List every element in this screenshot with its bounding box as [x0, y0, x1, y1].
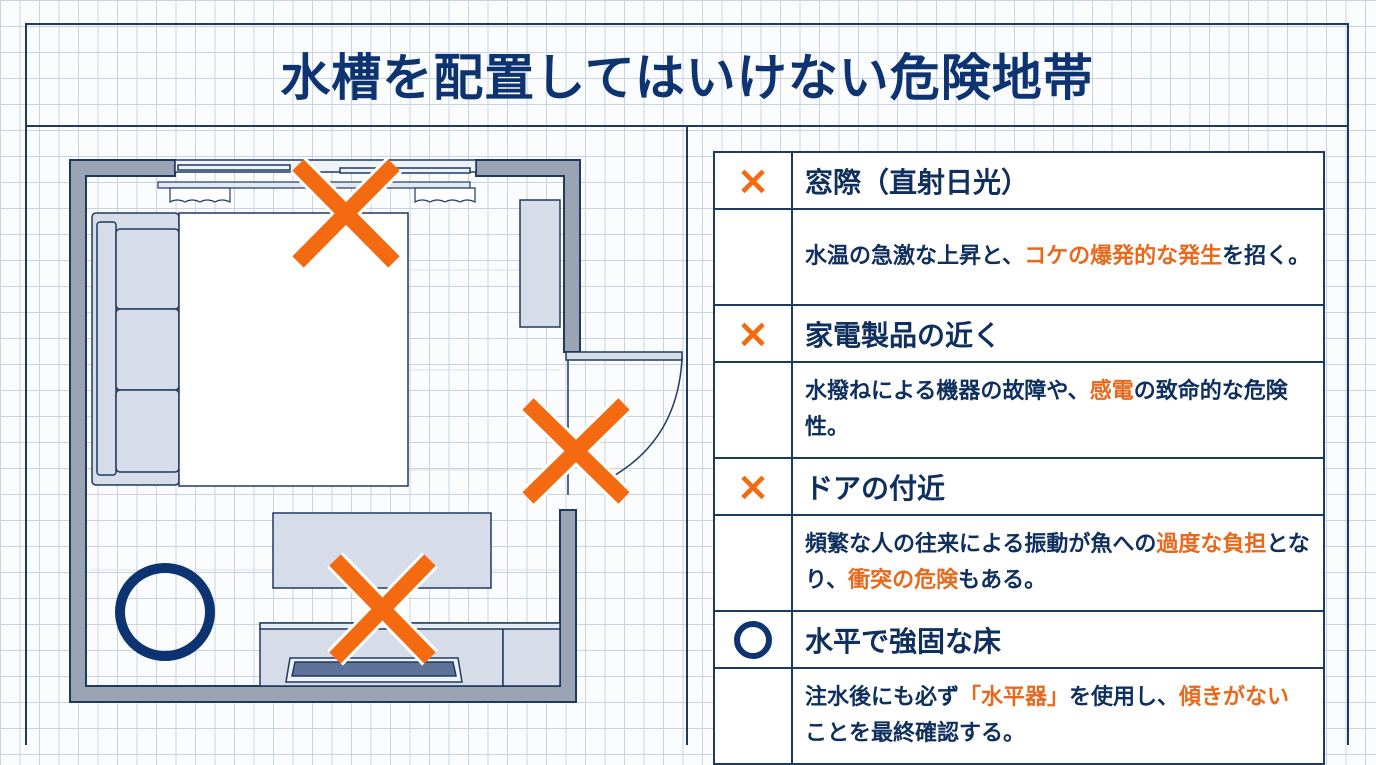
highlight-text: 過度な負担: [1156, 532, 1267, 557]
rule-heading: ドアの付近: [791, 457, 1325, 516]
circle-ok-icon: [734, 620, 772, 659]
x-icon: ×: [736, 463, 770, 510]
rule-description: 水温の急激な上昇と、コケの爆発的な発生を招く。: [791, 208, 1325, 306]
rule-heading-row: 水平で強固な床: [713, 610, 1325, 669]
rule-description: 水撥ねによる機器の故障や、感電の致命的な危険性。: [791, 361, 1325, 459]
rule-mark: ×: [713, 304, 793, 363]
rule-mark: [713, 610, 793, 669]
highlight-text: 傾きがない: [1179, 685, 1290, 710]
highlight-text: 感電: [1089, 379, 1134, 404]
outer-frame: [25, 23, 1349, 745]
title-bar: 水槽を配置してはいけない危険地帯: [25, 23, 1349, 127]
x-icon: ×: [736, 157, 770, 204]
rules-panel: × 窓際（直射日光） 水温の急激な上昇と、コケの爆発的な発生を招く。 × 家電製…: [713, 151, 1325, 765]
rule-heading-row: × 家電製品の近く: [713, 304, 1325, 363]
rule-heading: 水平で強固な床: [791, 610, 1325, 669]
rule-heading-row: × ドアの付近: [713, 457, 1325, 516]
floor-plan: [0, 0, 686, 745]
rule-desc-row: 水撥ねによる機器の故障や、感電の致命的な危険性。: [713, 361, 1325, 459]
window: [174, 159, 477, 174]
section-divider: [686, 127, 688, 745]
rule-heading-row: × 窓際（直射日光）: [713, 151, 1325, 210]
circle-ok-icon: [115, 563, 215, 661]
rule-heading: 窓際（直射日光）: [791, 151, 1325, 210]
tv-screen: [272, 512, 492, 589]
sofa: [91, 212, 180, 486]
highlight-text: 衝突の危険: [848, 568, 959, 593]
rule-desc-row: 水温の急激な上昇と、コケの爆発的な発生を招く。: [713, 208, 1325, 306]
rule-description: 注水後にも必ず「水平器」を使用し、傾きがないことを最終確認する。: [791, 667, 1325, 765]
page-title: 水槽を配置してはいけない危険地帯: [280, 49, 1094, 107]
rule-desc-row: 注水後にも必ず「水平器」を使用し、傾きがないことを最終確認する。: [713, 667, 1325, 765]
highlight-text: 「水平器」: [959, 685, 1070, 710]
highlight-text: コケの爆発的な発生: [1024, 244, 1223, 269]
cabinet: [519, 199, 561, 328]
rule-desc-row: 頻繁な人の往来による振動が魚への過度な負担となり、衝突の危険もある。: [713, 514, 1325, 612]
rule-mark: ×: [713, 151, 793, 210]
rule-mark: ×: [713, 457, 793, 516]
x-icon: ×: [736, 310, 770, 357]
rules-table: × 窓際（直射日光） 水温の急激な上昇と、コケの爆発的な発生を招く。 × 家電製…: [713, 151, 1325, 765]
floor-plan-drawing: [69, 157, 683, 703]
rug: [178, 212, 409, 487]
rule-description: 頻繁な人の往来による振動が魚への過度な負担となり、衝突の危険もある。: [791, 514, 1325, 612]
rule-heading: 家電製品の近く: [791, 304, 1325, 363]
